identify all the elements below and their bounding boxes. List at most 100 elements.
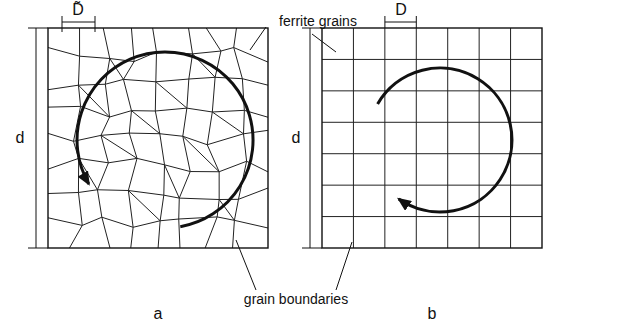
grain-boundary: [102, 217, 110, 248]
grain-boundary: [165, 165, 191, 172]
grain-boundary: [160, 195, 164, 221]
grain-boundary: [101, 133, 129, 135]
grain-boundary: [160, 219, 179, 221]
grain-boundary: [133, 221, 160, 228]
boundary-label: grain boundaries: [244, 292, 348, 307]
grain-boundary: [48, 48, 80, 57]
grain-boundary: [322, 153, 542, 154]
grain-boundary: [183, 108, 187, 136]
grain-boundary: [234, 48, 268, 63]
grain-boundary: [97, 189, 128, 191]
grain-boundary: [160, 134, 165, 165]
grain-boundary: [129, 133, 160, 135]
grain-boundary: [207, 134, 243, 145]
grain-boundary: [242, 79, 244, 111]
grain-boundary: [244, 130, 268, 133]
grain-boundary: [78, 56, 79, 85]
grain-boundary: [128, 191, 160, 221]
grain-boundary: [164, 195, 179, 198]
grain-boundary: [105, 79, 123, 84]
grain-boundary: [48, 158, 79, 169]
panel-letter: b: [428, 305, 437, 323]
grain-boundary: [78, 192, 82, 225]
grain-boundary: [108, 158, 137, 162]
grain-boundary: [215, 51, 221, 77]
grain-boundary: [179, 172, 190, 199]
grain-boundary: [187, 79, 189, 108]
grain-boundary: [384, 28, 385, 248]
grain-boundary: [155, 111, 160, 134]
grain-boundary: [233, 220, 235, 248]
grain-boundary: [322, 185, 542, 186]
grain-boundary: [447, 28, 448, 248]
grain-boundary: [101, 117, 110, 135]
grain-boundary: [207, 112, 212, 145]
dimension-label: d: [16, 129, 25, 147]
grain-size-label: D: [395, 1, 407, 19]
grain-boundary: [105, 84, 109, 117]
grain-boundary: [212, 112, 243, 134]
grain-boundary: [193, 51, 221, 54]
path-arrow-a: [77, 52, 253, 227]
grain-boundary: [238, 188, 268, 199]
grain-boundary: [97, 190, 101, 217]
grain-boundary: [219, 161, 246, 171]
grain-boundary: [243, 110, 245, 133]
grain-boundary: [78, 84, 105, 86]
grain-boundary: [234, 28, 237, 48]
leader-lines: [236, 27, 352, 290]
grain-boundary: [179, 217, 217, 219]
grain-boundary: [244, 134, 247, 161]
grain-boundary: [128, 191, 133, 228]
grain-boundary: [97, 163, 108, 190]
grain-boundary: [206, 28, 221, 51]
grain-boundary: [78, 85, 80, 106]
grain-boundary: [137, 158, 164, 164]
grain-boundary: [48, 85, 78, 90]
grain-boundary: [234, 199, 238, 220]
grain-boundary: [102, 217, 133, 227]
grain-boundary: [101, 135, 137, 158]
grain-boundary: [123, 79, 131, 110]
grain-boundary: [179, 198, 219, 199]
grain-boundary: [155, 108, 187, 111]
grain-boundary: [205, 217, 217, 248]
grain-boundary: [155, 52, 157, 82]
grain-boundary: [79, 158, 109, 162]
grain-boundary: [129, 133, 137, 158]
grain-boundary: [158, 221, 160, 248]
grain-boundary: [322, 59, 542, 60]
dimension-label: d: [292, 129, 301, 147]
grain-boundary: [128, 158, 137, 190]
grain-boundary: [207, 145, 219, 172]
grain-boundary: [322, 216, 542, 217]
grain-boundary: [219, 172, 220, 200]
grain-boundary: [103, 28, 110, 59]
panel-b-frame: [322, 28, 542, 248]
grain-boundary: [48, 192, 78, 193]
grain-boundary: [123, 62, 134, 80]
grain-boundary: [80, 56, 110, 58]
panel-letter: a: [154, 305, 163, 323]
grain-boundary: [81, 106, 110, 117]
grain-boundary: [156, 79, 189, 82]
grain-boundary: [128, 191, 163, 196]
grain-boundary: [189, 77, 215, 79]
grain-boundary: [242, 79, 268, 85]
grain-boundary: [212, 110, 244, 112]
grain-size-label: D̃: [72, 1, 84, 19]
grain-boundary: [131, 227, 133, 248]
grain-boundary: [234, 48, 243, 79]
dimension-lines: [28, 16, 416, 248]
grain-boundary: [131, 110, 155, 111]
grain-boundary: [78, 190, 97, 193]
grain-boundary: [69, 225, 82, 248]
grain-boundary: [178, 198, 180, 219]
grain-boundary: [153, 28, 157, 52]
grain-boundary: [123, 79, 155, 81]
polycrystal-grains: [48, 28, 268, 248]
grain-boundary: [183, 136, 190, 171]
grain-boundary: [416, 28, 417, 248]
grain-boundary: [48, 106, 81, 108]
